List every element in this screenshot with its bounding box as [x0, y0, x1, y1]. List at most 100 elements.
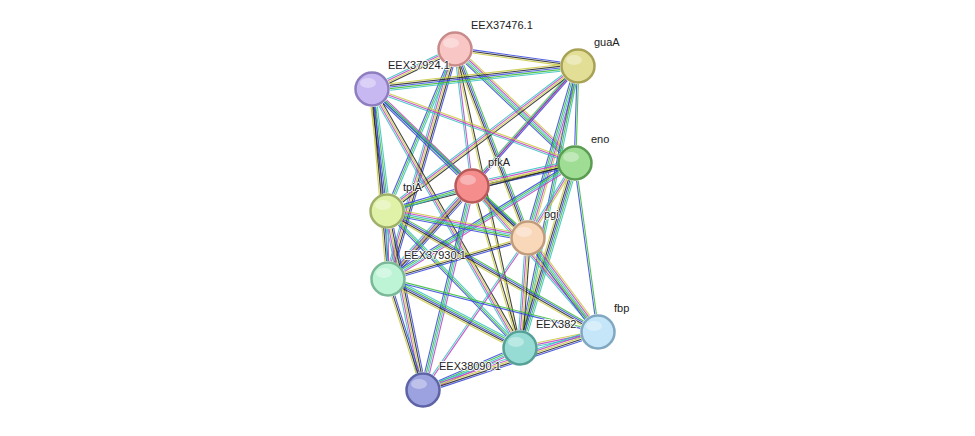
interaction-edge: [473, 50, 561, 65]
evidence-line: [372, 107, 385, 261]
evidence-line: [392, 297, 416, 374]
node-highlight: [460, 175, 476, 185]
node-circle: [557, 145, 593, 181]
evidence-line: [527, 181, 572, 331]
interaction-edge: [577, 181, 597, 315]
evidence-line: [404, 167, 557, 206]
evidence-line: [536, 254, 584, 319]
evidence-line: [577, 181, 595, 314]
evidence-line: [402, 290, 502, 342]
node-highlight: [443, 38, 459, 48]
evidence-line: [405, 168, 558, 207]
node-highlight: [508, 337, 524, 347]
protein-node: tpiA: [369, 193, 405, 229]
evidence-line: [386, 229, 388, 261]
node-fill: [456, 170, 489, 203]
evidence-line: [578, 181, 596, 314]
interaction-edge: [519, 256, 529, 330]
node-fill: [504, 332, 537, 365]
protein-node: EEX37924.1: [354, 71, 390, 107]
node-label: EEX37924.1: [388, 59, 450, 71]
node-circle: [354, 71, 390, 107]
node-label: guaA: [594, 36, 620, 48]
node-circle: [580, 314, 616, 350]
node-label: tpiA: [403, 181, 422, 193]
interaction-edge: [398, 223, 508, 336]
node-fill: [372, 263, 405, 296]
evidence-line: [389, 94, 558, 156]
node-fill: [407, 374, 440, 407]
evidence-line: [405, 211, 511, 231]
evidence-line: [575, 84, 577, 145]
node-circle: [405, 372, 441, 408]
node-label: EEX37476.1: [471, 19, 533, 31]
evidence-line: [398, 225, 506, 336]
evidence-line: [405, 193, 455, 208]
evidence-line: [393, 296, 417, 373]
evidence-line: [390, 70, 560, 89]
node-fill: [356, 73, 389, 106]
evidence-line: [401, 80, 567, 266]
node-highlight: [516, 227, 532, 237]
evidence-line: [402, 170, 558, 267]
node-fill: [559, 147, 592, 180]
node-label: EEX37930.1: [404, 249, 466, 261]
evidence-line: [473, 53, 560, 65]
evidence-line: [540, 251, 588, 316]
evidence-line: [405, 285, 505, 337]
node-highlight: [376, 268, 392, 278]
node-highlight: [586, 321, 602, 331]
node-circle: [560, 48, 596, 84]
node-highlight: [360, 78, 376, 88]
node-label: pgi: [544, 208, 559, 220]
evidence-line: [483, 201, 585, 320]
protein-node: pfkA: [454, 168, 490, 204]
node-label: fbp: [614, 302, 629, 314]
evidence-line: [374, 107, 387, 261]
interaction-edge: [372, 107, 388, 261]
evidence-line: [375, 107, 388, 261]
evidence-line: [400, 224, 508, 335]
interaction-edge: [484, 196, 517, 227]
interaction-edge: [483, 199, 588, 320]
protein-node: EEX382: [502, 330, 538, 366]
evidence-line: [473, 51, 560, 63]
node-label: eno: [591, 133, 609, 145]
node-label: EEX382: [536, 318, 576, 330]
interaction-edge: [402, 285, 505, 343]
protein-node: EEX37930.1: [370, 261, 406, 297]
interaction-edge: [575, 84, 578, 145]
evidence-line: [539, 252, 587, 317]
node-circle: [454, 168, 490, 204]
evidence-line: [405, 286, 505, 338]
node-circle: [370, 261, 406, 297]
evidence-line: [404, 191, 454, 206]
node-fill: [371, 195, 404, 228]
evidence-line: [391, 66, 448, 261]
protein-node: fbp: [580, 314, 616, 350]
evidence-line: [386, 101, 516, 225]
evidence-line: [383, 103, 457, 175]
node-highlight: [411, 379, 427, 389]
interaction-edge: [404, 211, 511, 238]
node-fill: [582, 316, 615, 349]
node-fill: [562, 50, 595, 83]
node-highlight: [563, 152, 579, 162]
protein-node: eno: [557, 145, 593, 181]
evidence-line: [519, 256, 524, 330]
evidence-line: [395, 296, 419, 373]
evidence-line: [541, 251, 589, 316]
node-circle: [510, 220, 546, 256]
node-fill: [512, 222, 545, 255]
evidence-line: [473, 50, 560, 62]
node-circle: [369, 193, 405, 229]
evidence-line: [393, 66, 450, 261]
protein-node: pgi: [510, 220, 546, 256]
interaction-edge: [536, 251, 590, 320]
interaction-edge: [405, 242, 511, 276]
protein-node: EEX38090.1: [405, 372, 441, 408]
node-label: pfkA: [488, 156, 510, 168]
node-highlight: [375, 200, 391, 210]
interaction-edge: [392, 296, 419, 374]
